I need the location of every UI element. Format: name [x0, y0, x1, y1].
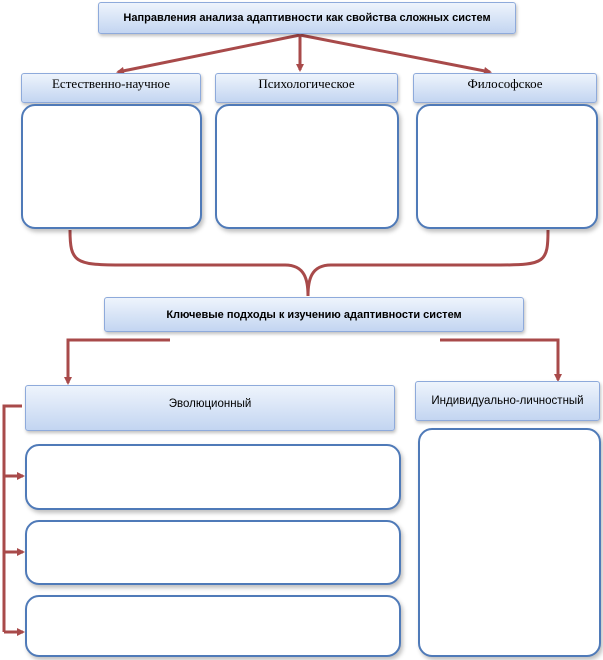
direction-psychological: Психологическое [215, 73, 398, 103]
direction-philosophical: Философское [413, 73, 597, 103]
individual-box [418, 428, 601, 657]
left-bracket [2, 404, 22, 632]
approach-individual: Индивидуально-личностный [415, 381, 600, 421]
arrow-to-philos [299, 33, 492, 75]
evolutionary-box-1 [25, 444, 401, 510]
natural-box [21, 104, 202, 229]
arrow-to-natural [116, 33, 301, 75]
arrow-to-individual [440, 338, 562, 382]
direction-natural: Естественно-научное [21, 73, 201, 103]
philosophical-box [416, 104, 598, 229]
merge-brace [68, 229, 550, 297]
evolutionary-box-3 [25, 595, 401, 657]
approach-evolutionary: Эволюционный [25, 385, 395, 431]
middle-header: Ключевые подходы к изучению адаптивности… [104, 297, 524, 332]
evolutionary-box-2 [25, 520, 401, 585]
top-header: Направления анализа адаптивности как сво… [98, 2, 516, 34]
arrow-to-evolutionary [64, 338, 170, 385]
psychological-box [215, 104, 399, 229]
